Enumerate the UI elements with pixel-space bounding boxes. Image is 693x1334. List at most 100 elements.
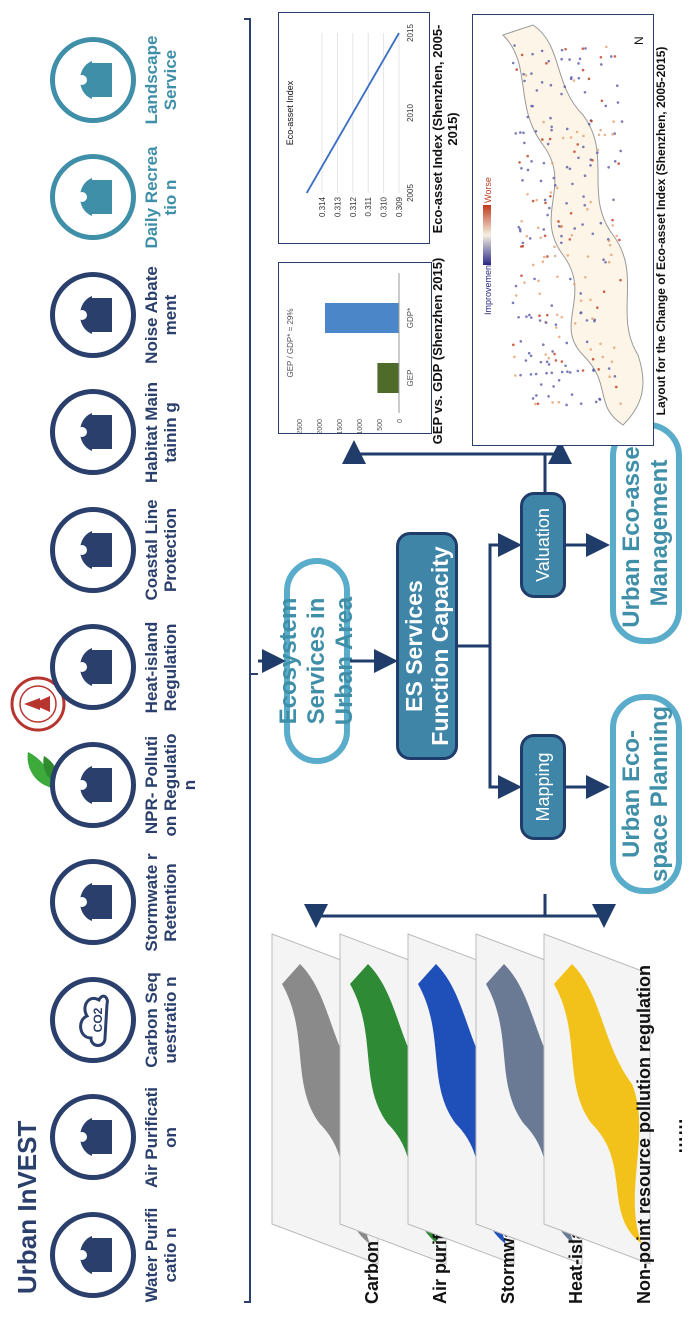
map-speckle [552,176,556,180]
map-speckle [582,134,585,138]
gep-bar-0 [377,363,400,393]
map-speckle [523,141,526,145]
legend-worse: Worse [483,177,493,203]
map-speckle [547,356,551,360]
map-speckle [524,74,528,77]
map-speckle [572,79,576,82]
map-speckle [581,223,584,226]
map-speckle [612,198,615,202]
map-speckle [613,55,617,58]
map-speckle [607,260,611,264]
map-speckle [526,168,530,172]
map-speckle [519,340,523,343]
map-speckle [547,363,551,366]
map-speckle [542,120,545,124]
map-speckle [587,77,591,81]
map-speckle [537,279,540,283]
map-speckle [534,372,538,376]
map-speckle [579,299,583,302]
eco-ytick-2: 0.311 [364,196,373,216]
map-speckle [526,115,530,119]
map-speckle [560,57,563,61]
legend-improvement: Improvement [483,262,493,315]
map-speckle [518,227,522,231]
map-speckle [583,90,587,94]
storm-cloud-icon [50,859,136,946]
university-seal-icon [10,676,66,732]
eco-ytick-3: 0.312 [349,196,358,217]
map-speckle [620,120,624,123]
map-speckle [589,164,592,167]
map-speckle [602,258,605,262]
gep-ytick-1: 500 [377,419,384,431]
map-speckle [582,195,585,198]
map-speckle [593,319,596,323]
map-speckle [599,128,602,132]
map-speckle [546,142,550,146]
gep-ytick-2: 1000 [357,419,364,433]
map-speckle [531,397,535,400]
map-speckle [565,341,569,345]
map-speckle [531,52,534,56]
gep-ytick-0: 0 [397,419,404,423]
gep-category-0: GEP [406,370,415,387]
map-speckle [536,402,540,406]
map-speckle [529,373,533,376]
eco-ytick-4: 0.313 [333,196,342,217]
wave-icon [50,507,136,593]
map-speckle [542,343,545,347]
map-speckle [541,260,545,264]
map-speckle [538,314,541,318]
map-speckle [586,255,590,258]
change-map: Worse Improvement N [483,24,646,426]
map-speckle [514,132,518,135]
co2-icon: CO2 [50,977,136,1063]
map-speckle [553,184,557,187]
map-speckle [602,290,606,294]
map-speckle [560,234,563,238]
map-speckle [606,237,610,241]
map-speckle [525,234,529,238]
map-speckle [525,315,528,318]
map-speckle [565,127,569,131]
map-speckle [560,360,564,363]
map-speckle [539,179,543,183]
eco-xtick-0: 2005 [406,184,415,202]
map-speckle [616,101,620,104]
map-speckle [560,241,563,245]
landscape-icon [50,37,136,123]
map-speckle [539,383,543,386]
map-speckle [511,301,515,305]
map-speckle [604,104,608,108]
map-speckle [569,211,573,215]
map-speckle [538,319,542,322]
map-speckle [615,385,618,389]
map-speckle [619,278,622,282]
map-speckle [596,306,599,309]
eco-ytick-0: 0.309 [395,196,404,217]
gep-ytick-4: 2000 [317,419,324,433]
map-speckle [569,277,572,281]
map-speckle [568,371,572,374]
map-speckle [573,322,577,325]
map-speckle [557,378,561,382]
map-speckle [603,133,607,137]
map-speckle [560,315,564,319]
map-speckle [607,367,611,370]
map-speckle [520,53,524,57]
map-speckle [542,161,546,165]
map-speckle [561,136,565,140]
pollution-cloud-icon [50,742,136,828]
map-speckle [531,199,535,203]
map-speckle [543,234,547,238]
map-speckle [571,182,574,186]
map-speckle [528,237,532,240]
map-speckle [518,161,521,164]
map-speckle [539,360,543,364]
map-speckle [519,373,522,377]
map-speckle [551,350,554,353]
map-speckle [548,137,552,141]
map-speckle [560,224,564,228]
map-speckle [528,313,531,317]
